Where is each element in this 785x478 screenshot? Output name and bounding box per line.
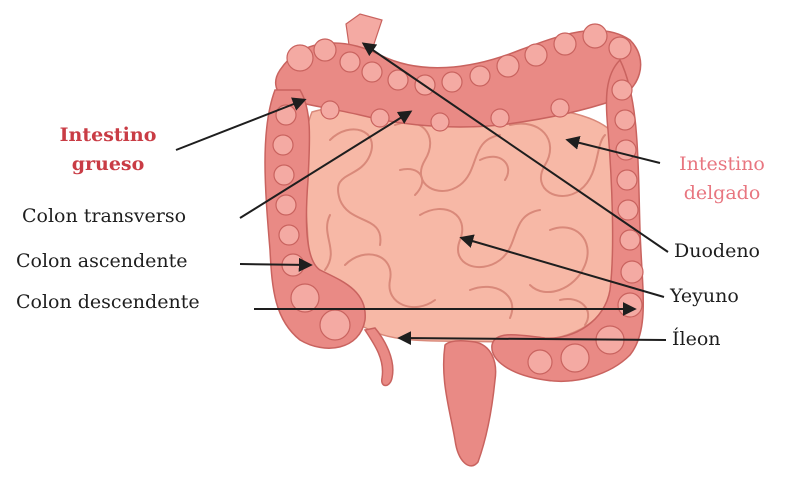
label-ileum: Íleon: [672, 328, 721, 350]
label-small-intestine-line2: delgado: [662, 179, 782, 208]
label-large-intestine-line2: grueso: [48, 150, 168, 179]
label-small-intestine-line1: Intestino: [662, 150, 782, 179]
label-descending-colon: Colon descendente: [16, 291, 200, 313]
label-large-intestine: Intestino grueso: [48, 121, 168, 179]
arrow-ascending-colon: [240, 264, 310, 265]
label-large-intestine-line1: Intestino: [48, 121, 168, 150]
label-ascending-colon: Colon ascendente: [16, 250, 188, 272]
label-small-intestine: Intestino delgado: [662, 150, 782, 208]
label-jejunum: Yeyuno: [670, 285, 739, 307]
rectum: [444, 341, 496, 466]
label-transverse-colon: Colon transverso: [22, 205, 186, 227]
label-duodenum: Duodeno: [674, 240, 760, 262]
